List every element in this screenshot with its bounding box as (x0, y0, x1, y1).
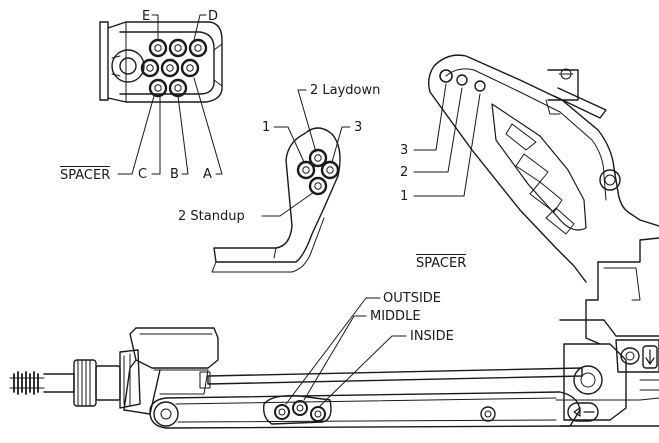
label-hole-b: B (170, 167, 179, 182)
hub-hole-e (148, 38, 168, 58)
upright-knuckle (555, 237, 659, 427)
label-spacer-block: SPACER (60, 166, 111, 183)
label-outside: OUTSIDE (383, 291, 441, 306)
arm-leader-lines (285, 297, 407, 407)
hub-block (99, 21, 223, 103)
hub-hole-c (140, 58, 160, 78)
hub-hole-mid (160, 58, 180, 78)
label-2-standup: 2 Standup (178, 209, 245, 224)
bracket-holes (296, 148, 340, 196)
axle-shaft (9, 359, 121, 407)
tower-holes (439, 69, 486, 92)
label-bracket-3: 3 (354, 120, 363, 135)
label-hole-a: A (203, 167, 212, 182)
label-2-laydown: 2 Laydown (310, 83, 381, 98)
arm-hole-inside (310, 406, 326, 422)
tower-hole-3 (439, 69, 453, 83)
label-tower-3: 3 (400, 143, 409, 158)
hub-hole-b (180, 58, 200, 78)
bracket-leader-lines (261, 89, 351, 217)
bracket-hole-3 (320, 160, 340, 180)
lower-arm (149, 391, 581, 429)
tower-leader-lines (413, 83, 481, 197)
hub-hole-top-mid (168, 38, 188, 58)
hub-hole-d (188, 38, 208, 58)
bracket-hole-1 (296, 160, 316, 180)
label-hole-d: D (208, 9, 219, 24)
arm-hole-middle (292, 400, 308, 416)
label-tower-1: 1 (400, 189, 409, 204)
tower-hole-1 (474, 80, 486, 92)
turnbuckle-rod (199, 367, 583, 389)
label-middle: MIDDLE (370, 309, 421, 324)
arm-holes (274, 400, 326, 422)
shock-tower (427, 54, 659, 283)
label-inside: INSIDE (410, 329, 454, 344)
label-bracket-1: 1 (262, 120, 271, 135)
arm-hole-outside (274, 404, 290, 420)
bracket-hole-standup (308, 176, 328, 196)
bracket-hole-laydown (308, 148, 328, 168)
hub-hole-lower-left (148, 78, 168, 98)
hub-leader-lines (117, 14, 223, 175)
shock-body (119, 327, 219, 415)
label-tower-2: 2 (400, 165, 409, 180)
label-hole-e: E (142, 9, 151, 24)
shock-bracket (211, 127, 341, 273)
label-hole-c: C (138, 167, 148, 182)
label-spacer-tower: SPACER (416, 254, 467, 271)
tower-hole-2 (456, 74, 468, 86)
